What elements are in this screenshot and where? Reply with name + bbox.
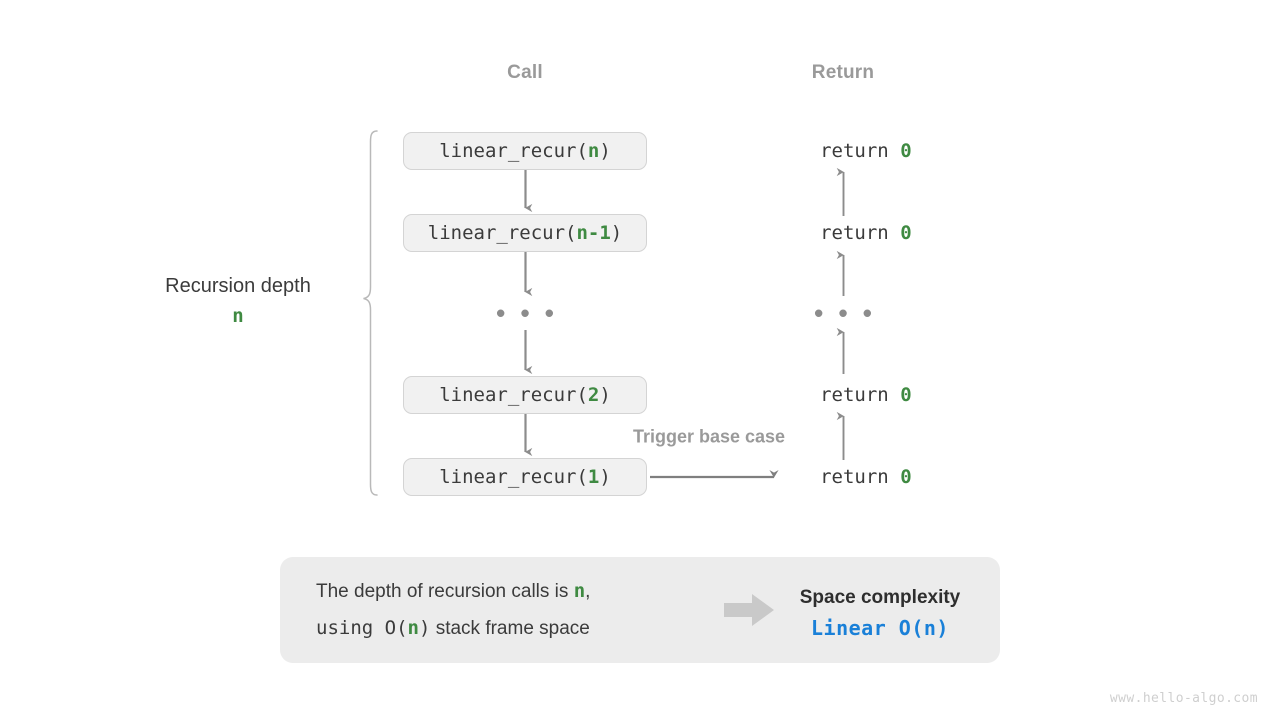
summary-panel: The depth of recursion calls is n, using… (280, 557, 1000, 663)
call-frame-argument: 1 (587, 466, 600, 488)
return-value: 0 (900, 384, 912, 406)
return-statement: return 0 (774, 444, 912, 510)
watermark: www.hello-algo.com (1109, 691, 1258, 706)
call-frame-prefix: linear_recur( (439, 466, 588, 488)
return-keyword: return (820, 466, 901, 488)
summary-line-1: The depth of recursion calls is n, (316, 573, 716, 610)
ellipsis-return: • • • (814, 298, 876, 328)
call-frame-suffix: ) (599, 466, 611, 488)
return-keyword: return (820, 140, 901, 162)
call-frame-prefix: linear_recur( (427, 222, 577, 244)
return-statement: return 0 (774, 200, 912, 266)
summary-description: The depth of recursion calls is n, using… (280, 573, 716, 647)
call-frame-argument: n (587, 140, 600, 162)
summary-line-1-text-b: , (585, 580, 591, 602)
call-frame-suffix: ) (610, 222, 623, 244)
call-frame-argument: 2 (587, 384, 600, 406)
call-frame-box[interactable]: linear_recur(2) (403, 376, 647, 414)
trigger-base-case-label: Trigger base case (632, 426, 786, 447)
summary-line-2-text-a: using O( (316, 617, 408, 639)
summary-result-title: Space complexity (799, 586, 961, 608)
return-keyword: return (820, 222, 901, 244)
summary-result: Space complexity Linear O(n) (778, 580, 1000, 640)
recursion-depth-label: Recursion depth n (165, 267, 311, 327)
summary-result-value: Linear O(n) (811, 616, 949, 641)
summary-line-1-variable: n (573, 579, 586, 602)
return-value: 0 (900, 466, 912, 488)
call-frame-suffix: ) (599, 384, 611, 406)
summary-line-1-text-a: The depth of recursion calls is (316, 580, 574, 602)
summary-line-2-text-b: ) stack frame space (418, 617, 590, 639)
return-value: 0 (900, 222, 912, 244)
call-frame-box[interactable]: linear_recur(1) (403, 458, 647, 496)
call-frame-prefix: linear_recur( (439, 140, 588, 162)
column-header-return: Return (811, 62, 875, 83)
call-frame-box[interactable]: linear_recur(n-1) (403, 214, 647, 252)
return-keyword: return (820, 384, 901, 406)
recursion-depth-title: Recursion depth (165, 275, 311, 297)
column-header-call: Call (507, 62, 543, 83)
return-statement: return 0 (774, 362, 912, 428)
summary-line-2-variable: n (407, 617, 419, 639)
return-value: 0 (900, 140, 912, 162)
call-frame-box[interactable]: linear_recur(n) (403, 132, 647, 170)
right-block-arrow-icon (724, 594, 774, 626)
ellipsis-call: • • • (496, 298, 558, 328)
call-frame-prefix: linear_recur( (439, 384, 588, 406)
recursion-depth-brace (363, 130, 378, 496)
return-statement: return 0 (774, 118, 912, 184)
recursion-depth-value: n (232, 305, 244, 327)
summary-line-2: using O(n) stack frame space (316, 610, 716, 647)
call-frame-argument: n-1 (576, 222, 611, 244)
call-frame-suffix: ) (599, 140, 611, 162)
